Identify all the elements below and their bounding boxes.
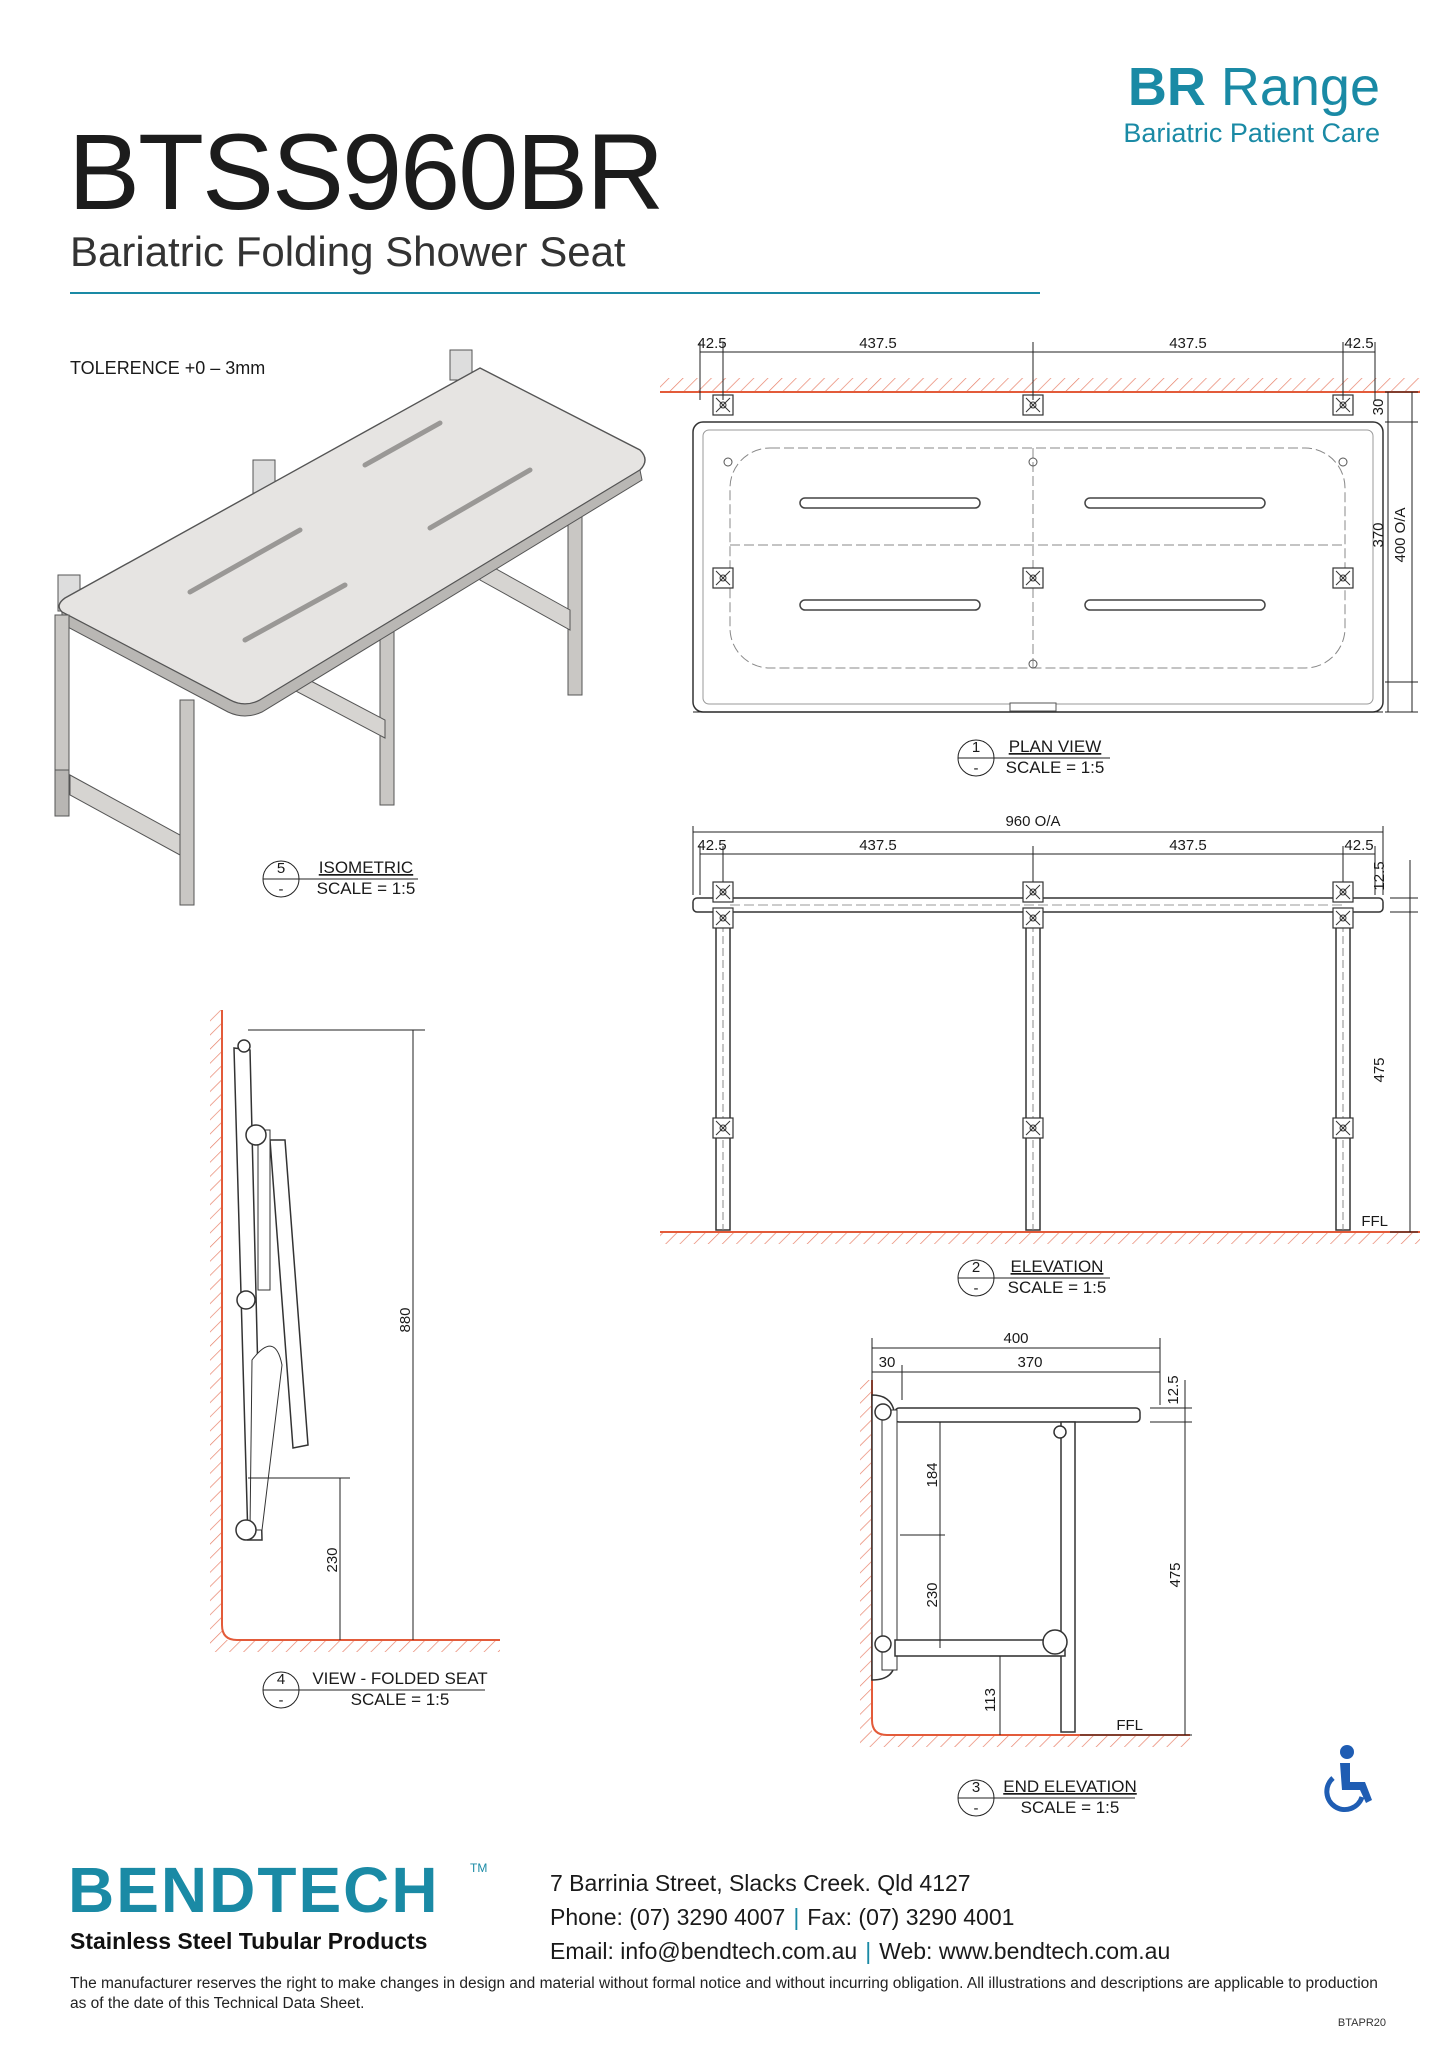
separator: | [793, 1904, 800, 1930]
iso-num: 5 [277, 860, 285, 877]
plan-dim-1: 42.5 [697, 335, 726, 352]
document-reference: BTAPR20 [1337, 2017, 1386, 2029]
iso-sub: - [279, 881, 284, 898]
plan-dim-5: 30 [1370, 399, 1387, 416]
address-line: 7 Barrinia Street, Slacks Creek. Qld 412… [550, 1870, 971, 1896]
phone-line: Phone: (07) 3290 4007 [550, 1904, 786, 1930]
end-dim-5: 184 [924, 1462, 941, 1487]
wheelchair-icon [1324, 1745, 1372, 1812]
elev-ffl: FFL [1361, 1213, 1388, 1230]
end-dim-8: 113 [982, 1688, 999, 1712]
range-title: BR Range [1128, 60, 1380, 114]
product-name: Bariatric Folding Shower Seat [70, 228, 626, 275]
elev-dim-overall: 960 O/A [1005, 813, 1060, 830]
plan-title: PLAN VIEW [1009, 737, 1102, 756]
end-dim-7: 475 [1167, 1562, 1184, 1587]
end-elevation-label: 3 - END ELEVATION SCALE = 1:5 [957, 1777, 1137, 1817]
isometric-label: 5 - ISOMETRIC SCALE = 1:5 [262, 858, 418, 898]
folded-title: VIEW - FOLDED SEAT [312, 1669, 487, 1688]
plan-dim-2: 437.5 [859, 335, 897, 352]
end-num: 3 [972, 1779, 980, 1796]
disclaimer: The manufacturer reserves the right to m… [70, 1975, 1378, 2012]
elev-sub: - [974, 1280, 979, 1297]
folded-dim-2: 230 [324, 1547, 341, 1572]
title-rule [70, 292, 1040, 294]
tolerance-note: TOLERENCE +0 – 3mm [70, 358, 266, 378]
plan-view-label: 1 - PLAN VIEW SCALE = 1:5 [957, 737, 1110, 777]
plan-num: 1 [972, 739, 980, 756]
end-sub: - [974, 1800, 979, 1817]
elev-num: 2 [972, 1259, 980, 1276]
logo-tm: TM [470, 1861, 487, 1875]
plan-dim-6: 370 [1370, 522, 1387, 547]
range-subtitle: Bariatric Patient Care [1123, 118, 1380, 148]
folded-scale: SCALE = 1:5 [351, 1690, 450, 1709]
folded-sub: - [279, 1692, 284, 1709]
plan-view: 42.5 437.5 437.5 42.5 30 370 400 O/A [660, 335, 1420, 713]
separator: | [865, 1938, 872, 1964]
elev-dim-1: 42.5 [697, 837, 726, 854]
end-elevation-view: 400 30 370 12.5 184 230 475 113 FFL [860, 1330, 1192, 1747]
elev-title: ELEVATION [1011, 1257, 1104, 1276]
plan-dim-3: 437.5 [1169, 335, 1207, 352]
elev-scale: SCALE = 1:5 [1008, 1278, 1107, 1297]
isometric-view [54, 349, 646, 906]
folded-dim-1: 880 [397, 1307, 414, 1332]
end-dim-6: 230 [924, 1582, 941, 1607]
elev-dim-4: 42.5 [1344, 837, 1373, 854]
end-ffl: FFL [1116, 1717, 1143, 1734]
iso-scale: SCALE = 1:5 [317, 879, 416, 898]
end-dim-3: 370 [1017, 1354, 1042, 1371]
elev-dim-2: 437.5 [859, 837, 897, 854]
product-code: BTSS960BR [68, 111, 664, 232]
plan-dim-7: 400 O/A [1392, 507, 1409, 562]
end-dim-1: 400 [1003, 1330, 1028, 1347]
end-scale: SCALE = 1:5 [1021, 1798, 1120, 1817]
email-link[interactable]: Email: info@bendtech.com.au [550, 1938, 858, 1964]
plan-dim-4: 42.5 [1344, 335, 1373, 352]
elev-dim-3: 437.5 [1169, 837, 1207, 854]
fax-line: Fax: (07) 3290 4001 [807, 1904, 1015, 1930]
range-word: Range [1220, 57, 1380, 117]
folded-seat-view: 880 230 [210, 1010, 500, 1652]
logo-text: BENDTECH [68, 1854, 440, 1926]
end-dim-4: 12.5 [1165, 1375, 1182, 1404]
elevation-label: 2 - ELEVATION SCALE = 1:5 [957, 1257, 1110, 1297]
elevation-view: 960 O/A 42.5 437.5 437.5 42.5 12.5 475 F… [660, 813, 1420, 1244]
elev-dim-6: 475 [1371, 1057, 1388, 1082]
folded-seat-label: 4 - VIEW - FOLDED SEAT SCALE = 1:5 [262, 1669, 488, 1709]
folded-num: 4 [277, 1671, 285, 1688]
iso-title: ISOMETRIC [319, 858, 413, 877]
bendtech-logo: BENDTECH TM [68, 1854, 487, 1926]
plan-scale: SCALE = 1:5 [1006, 758, 1105, 777]
web-link[interactable]: Web: www.bendtech.com.au [879, 1938, 1171, 1964]
logo-subtitle: Stainless Steel Tubular Products [70, 1928, 428, 1954]
end-title: END ELEVATION [1003, 1777, 1137, 1796]
plan-sub: - [974, 760, 979, 777]
elev-dim-5: 12.5 [1371, 861, 1388, 890]
contact-block: 7 Barrinia Street, Slacks Creek. Qld 412… [550, 1866, 1170, 1968]
end-dim-2: 30 [879, 1354, 896, 1371]
range-bold: BR [1127, 57, 1206, 117]
